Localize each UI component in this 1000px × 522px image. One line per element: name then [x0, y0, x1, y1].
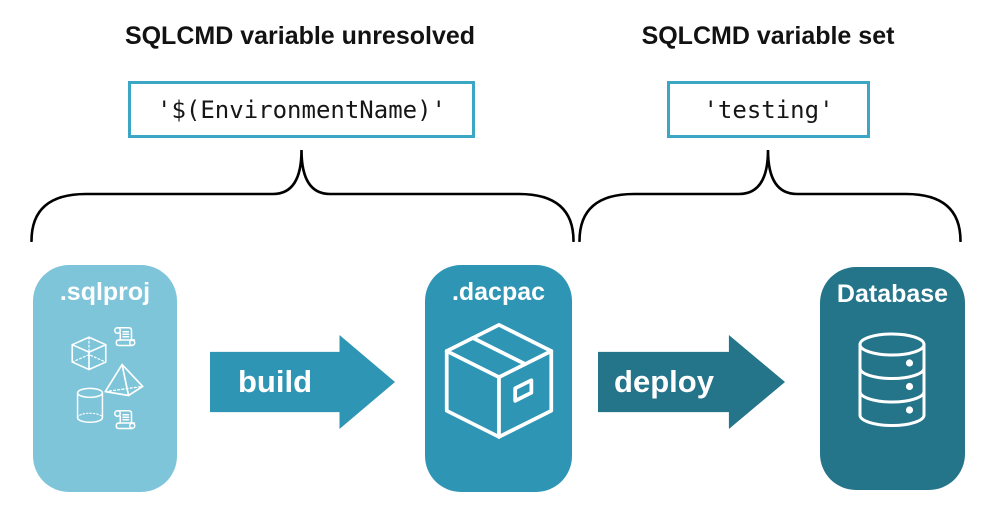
left-brace-icon — [30, 149, 575, 242]
unresolved-variable-text: '$(EnvironmentName)' — [157, 95, 446, 124]
script-scroll-icon — [114, 327, 136, 347]
dacpac-label: .dacpac — [451, 278, 546, 306]
package-box-icon — [444, 323, 554, 439]
unresolved-variable-box: '$(EnvironmentName)' — [128, 81, 475, 138]
right-annotation-title: SQLCMD variable set — [641, 22, 895, 50]
deploy-arrow-label: deploy — [614, 364, 714, 399]
stage-sqlproj: .sqlproj — [33, 265, 177, 492]
right-brace-icon — [578, 149, 962, 242]
stage-database: Database — [820, 267, 965, 490]
left-annotation-title: SQLCMD variable unresolved — [124, 22, 476, 50]
deploy-arrow: deploy — [598, 335, 785, 429]
cube-icon — [71, 336, 107, 371]
stage-dacpac: .dacpac — [425, 265, 572, 492]
cylinder-icon — [76, 387, 104, 423]
database-cylinder-icon — [858, 332, 926, 427]
resolved-variable-box: 'testing' — [667, 81, 870, 138]
build-arrow: build — [210, 335, 395, 429]
script-scroll-icon — [114, 410, 136, 430]
database-label: Database — [836, 280, 949, 308]
resolved-variable-text: 'testing' — [703, 95, 834, 124]
pyramid-icon — [104, 363, 144, 397]
sqlproj-label: .sqlproj — [59, 278, 151, 306]
build-arrow-label: build — [237, 364, 313, 399]
